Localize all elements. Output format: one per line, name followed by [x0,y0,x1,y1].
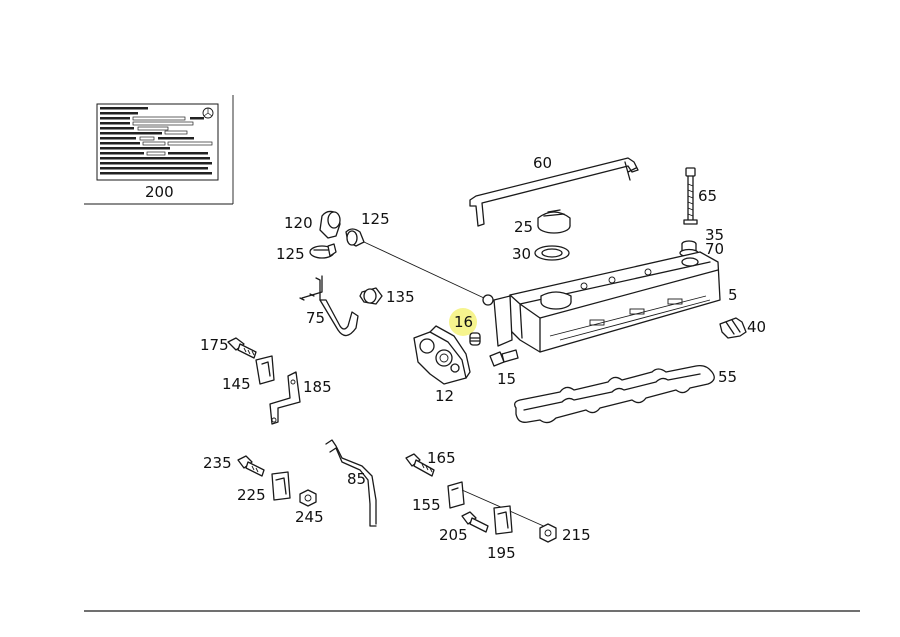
callout-70: 70 [705,240,724,258]
callout-200: 200 [145,183,174,201]
clip-40 [719,317,747,339]
bolt-175 [227,337,257,359]
hose-clamp-125-upper [345,228,365,247]
bolt-235 [237,455,265,477]
emission-label-card [84,95,234,205]
bracket-145 [255,355,275,385]
callout-195: 195 [487,544,516,562]
callout-145: 145 [222,375,251,393]
callout-65: 65 [698,187,717,205]
callout-30: 30 [512,245,531,263]
housing-12 [413,325,471,385]
leader-125-to-cover [363,241,485,299]
pipe-85 [325,439,377,527]
callout-25: 25 [514,218,533,236]
bolt-205 [461,511,489,533]
cover-gasket-55 [514,364,715,424]
bracket-185 [269,371,301,425]
callout-40: 40 [747,318,766,336]
callout-235: 235 [203,454,232,472]
stud-bolt-65 [683,167,698,225]
clip-225 [271,471,291,501]
callout-12: 12 [435,387,454,405]
oil-filler-cap-25 [537,209,571,234]
callout-60: 60 [533,154,552,172]
bracket-195 [493,505,513,535]
pipe-elbow-120 [319,210,341,239]
cap-seal-ring-30 [534,245,570,261]
callout-55: 55 [718,368,737,386]
callout-labels: 200 60 65 25 30 35 70 5 40 55 120 125 12… [145,154,766,562]
callout-15: 15 [497,370,516,388]
callout-75: 75 [306,309,325,327]
callout-35: 35 [705,226,724,244]
nut-215 [539,523,557,543]
callout-16: 16 [454,313,473,331]
callout-245: 245 [295,508,324,526]
callout-165: 165 [427,449,456,467]
seal-16 [449,308,481,346]
callout-120: 120 [284,214,313,232]
callout-225: 225 [237,486,266,504]
bracket-bar-60 [469,157,639,227]
callout-5: 5 [728,286,738,304]
callout-125-upper: 125 [361,210,390,228]
callout-175: 175 [200,336,229,354]
hose-clamp-135 [359,287,383,305]
highlight-marker [449,308,477,336]
callout-85: 85 [347,470,366,488]
hose-clamp-125-lower [309,243,337,259]
breather-hose-75 [299,275,359,337]
bolt-165 [405,453,435,477]
bolt-15 [489,349,519,367]
leader-155-to-195 [461,489,549,529]
cylinder-head-cover-5 [482,251,721,353]
nut-245 [299,489,317,507]
callout-185: 185 [303,378,332,396]
callout-205: 205 [439,526,468,544]
clip-155 [447,481,465,509]
callout-135: 135 [386,288,415,306]
callout-125-lower: 125 [276,245,305,263]
callout-215: 215 [562,526,591,544]
callout-155: 155 [412,496,441,514]
